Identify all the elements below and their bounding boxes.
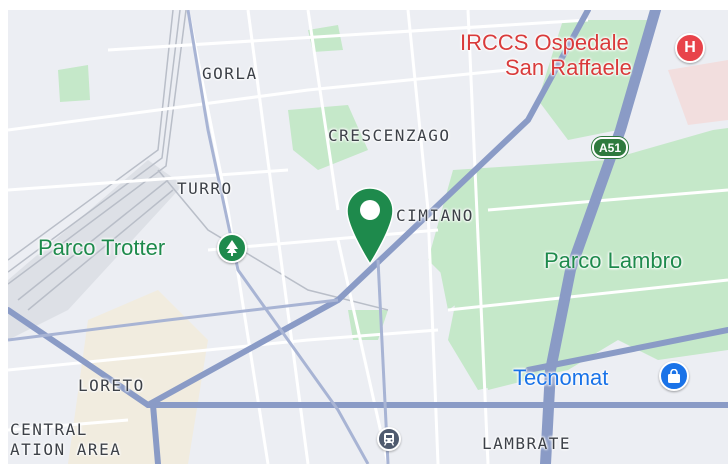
train-station-icon[interactable]	[377, 427, 401, 451]
hospital-h-icon[interactable]: H	[675, 33, 705, 63]
road-shield-a51: A51	[592, 137, 628, 158]
district-label-turro: TURRO	[177, 179, 233, 198]
map-canvas[interactable]: GORLA CRESCENZAGO TURRO CIMIANO LORETO C…	[8, 10, 728, 464]
place-label-parco-trotter[interactable]: Parco Trotter	[38, 235, 166, 260]
rail-lines	[8, 10, 389, 311]
place-label-parco-lambro[interactable]: Parco Lambro	[544, 248, 683, 273]
place-label-tecnomat[interactable]: Tecnomat	[513, 365, 609, 390]
district-label-lambrate: LAMBRATE	[482, 434, 572, 453]
shopping-bag-icon[interactable]	[659, 361, 689, 391]
district-label-central-line1: CENTRAL	[10, 420, 88, 439]
place-label-hospital-line1[interactable]: IRCCS Ospedale	[460, 30, 629, 55]
district-label-cimiano: CIMIANO	[396, 206, 474, 225]
major-roads	[8, 10, 728, 464]
map-base-layer	[8, 10, 728, 464]
location-pin-icon[interactable]	[345, 186, 395, 268]
tree-icon[interactable]	[217, 233, 247, 263]
dense-area	[68, 290, 208, 464]
district-label-central-line2: ATION AREA	[10, 440, 122, 459]
hospital-area	[668, 60, 728, 125]
district-label-loreto: LORETO	[78, 376, 145, 395]
place-label-hospital-line2[interactable]: San Raffaele	[505, 55, 632, 80]
district-label-crescenzago: CRESCENZAGO	[328, 126, 451, 145]
minor-streets	[8, 10, 728, 464]
rail-yard	[8, 160, 183, 340]
district-label-gorla: GORLA	[202, 64, 258, 83]
